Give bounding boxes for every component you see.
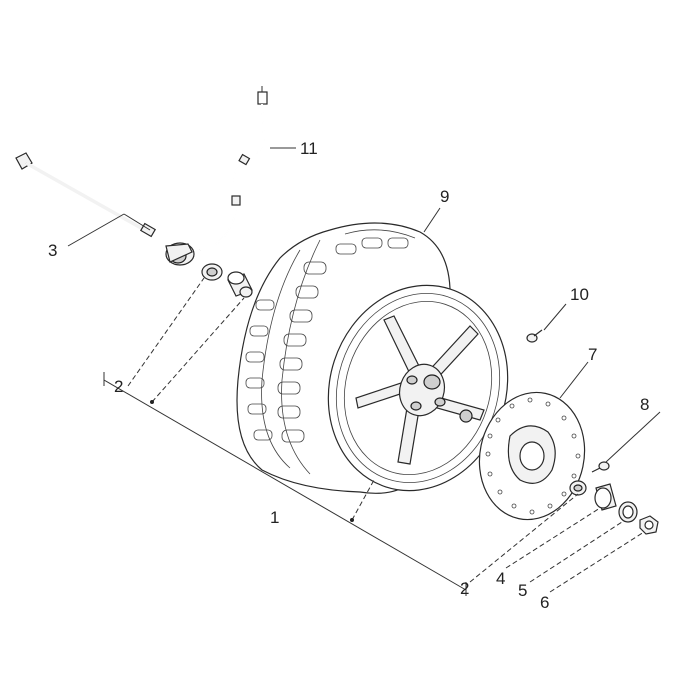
leader-lines (67, 147, 661, 596)
screw-8 (591, 461, 610, 473)
callout-8: 8 (640, 395, 649, 414)
callout-7: 7 (588, 345, 597, 364)
callout-6: 6 (540, 593, 549, 612)
callout-3: 3 (48, 241, 57, 260)
callout-9: 9 (440, 187, 449, 206)
screw-10 (526, 329, 543, 343)
washer-5 (618, 501, 638, 523)
leader-dot (150, 400, 154, 404)
rim (327, 284, 509, 492)
callout-1: 1 (270, 508, 279, 527)
callout-labels: 1 2 2 3 4 5 6 7 8 9 10 11 (48, 139, 649, 612)
callout-4: 4 (496, 569, 505, 588)
tire-tread (245, 237, 409, 443)
spacer-bushing (227, 271, 253, 298)
disc-holes (485, 397, 581, 515)
callout-5: 5 (518, 581, 527, 600)
bearing-right (569, 480, 587, 496)
callout-2-left: 2 (114, 377, 123, 396)
speedometer-cable (199, 86, 268, 251)
callout-2-right: 2 (460, 579, 469, 598)
callout-10: 10 (570, 285, 589, 304)
spacer-4 (594, 483, 617, 511)
bearing-left (201, 263, 223, 281)
speedometer-drive (165, 242, 195, 266)
rim-hub (398, 363, 473, 423)
leader-dot (350, 518, 354, 522)
brake-disc (478, 391, 586, 521)
callout-11: 11 (300, 139, 318, 158)
nut-6 (639, 515, 659, 535)
wheel-axle (15, 152, 157, 238)
